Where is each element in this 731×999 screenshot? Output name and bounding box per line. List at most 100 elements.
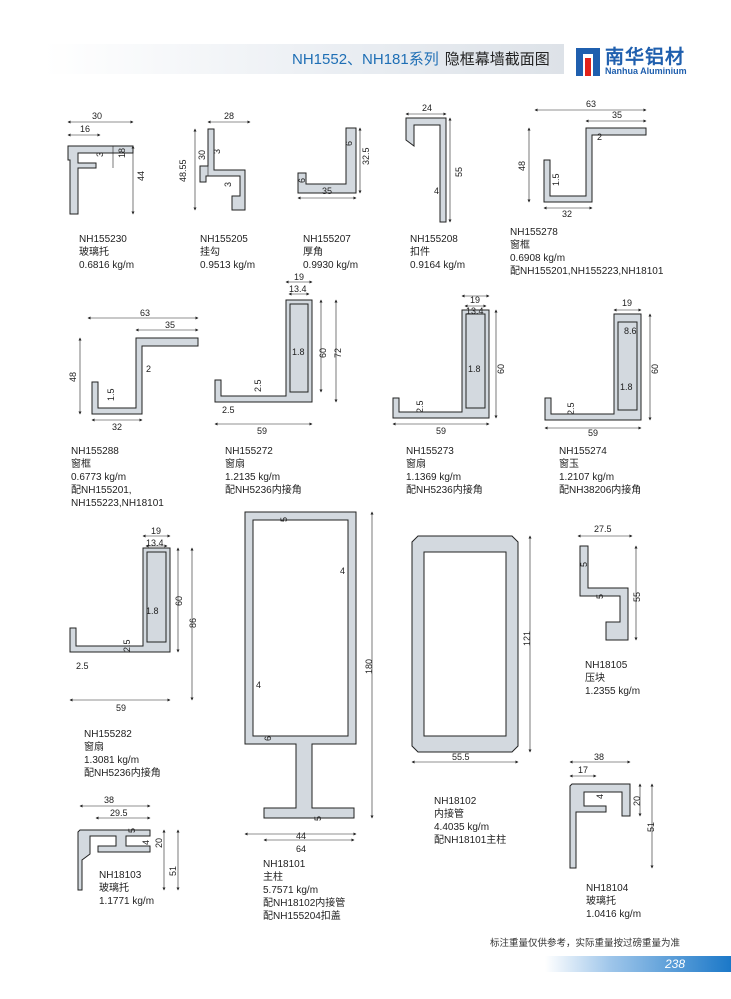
- dim-text: 2: [146, 364, 151, 374]
- brand-logo: 南华铝材 Nanhua Aluminium: [576, 44, 696, 80]
- dim-text: 121: [522, 631, 532, 646]
- dim-text: 2.5: [222, 405, 235, 415]
- profile-code: NH155230: [79, 234, 127, 245]
- profile-nh155230: 30 16 3 18 44: [67, 111, 146, 215]
- profile-note: 配NH155201,NH155223,NH18101: [510, 266, 664, 277]
- dim-text: 6: [297, 178, 307, 183]
- dim-text: 55: [632, 592, 642, 602]
- profile-code: NH155273: [406, 446, 454, 457]
- profile-weight: 1.1369 kg/m: [406, 472, 462, 483]
- dim-text: 44: [136, 171, 146, 181]
- profile-name: 内接管: [434, 809, 464, 820]
- dim-text: 13.4: [289, 284, 307, 294]
- dim-text: 30: [197, 150, 207, 160]
- profile-code: NH18102: [434, 796, 477, 807]
- dim-text: 32: [562, 209, 572, 219]
- profile-code: NH18104: [586, 883, 629, 894]
- dim-text: 38: [104, 795, 114, 805]
- profile-name: 窗扇: [225, 459, 245, 470]
- profile-code: NH155282: [84, 729, 132, 740]
- profile-name: 窗框: [71, 459, 91, 470]
- profile-note: 配NH155201,: [71, 485, 132, 496]
- dim-text: 19: [470, 295, 480, 305]
- profile-note: 配NH5236内接角: [406, 485, 483, 496]
- dim-text: 55.5: [452, 752, 470, 762]
- dim-text: 59: [436, 426, 446, 436]
- dim-text: 20: [154, 838, 164, 848]
- profile-nh18104: 38 17 4 20 51: [569, 752, 656, 869]
- caption-nh18101: NH18101 主柱 5.7571 kg/m 配NH18102内接管 配NH15…: [263, 858, 345, 923]
- dim-text: 63: [140, 308, 150, 318]
- dim-text: 48.55: [178, 159, 188, 182]
- dim-text: 4: [434, 186, 439, 196]
- profile-code: NH155288: [71, 446, 119, 457]
- dim-text: 60: [174, 596, 184, 606]
- profile-name: 窗扇: [406, 459, 426, 470]
- profile-nh18105: 27.5 5 5 55: [577, 524, 642, 641]
- dim-text: 16: [80, 124, 90, 134]
- dim-text: 19: [622, 298, 632, 308]
- profile-nh155278: 63 35 2 48 1.5 32: [517, 99, 647, 219]
- dim-text: 32: [112, 422, 122, 432]
- profile-nh155205: 28 30 48.55 3 3: [178, 111, 251, 211]
- profile-name: 压块: [585, 673, 605, 684]
- page-title: NH1552、NH181系列隐框幕墙截面图: [292, 48, 550, 69]
- dim-text: 2.5: [76, 661, 89, 671]
- profile-note: NH155223,NH18101: [71, 498, 164, 509]
- profile-weight: 1.0416 kg/m: [586, 909, 642, 920]
- profile-nh18102: 121 55.5: [411, 535, 532, 764]
- dim-text: 59: [588, 428, 598, 438]
- dim-text: 44: [296, 831, 306, 841]
- profile-name: 窗扇: [84, 742, 104, 753]
- page-number-bar: [545, 956, 731, 972]
- dim-text: 19: [294, 272, 304, 282]
- profile-weight: 5.7571 kg/m: [263, 885, 319, 896]
- dim-text: 4: [595, 794, 605, 799]
- profile-code: NH18105: [585, 660, 628, 671]
- caption-nh155205: NH155205 挂勾 0.9513 kg/m: [200, 233, 255, 272]
- profile-code: NH18101: [263, 859, 306, 870]
- profile-note: 配NH155204扣盖: [263, 911, 341, 922]
- dim-text: 59: [257, 426, 267, 436]
- dim-text: 55: [454, 167, 464, 177]
- profile-name: 主柱: [263, 872, 283, 883]
- dim-text: 13.4: [146, 538, 164, 548]
- dim-text: 60: [496, 364, 506, 374]
- profile-weight: 1.2107 kg/m: [559, 472, 615, 483]
- profile-name: 厚角: [303, 247, 323, 258]
- dim-text: 28: [224, 111, 234, 121]
- profile-note: 配NH18102内接管: [263, 898, 346, 909]
- profile-name: 扣件: [410, 247, 430, 258]
- dim-text: 1.8: [146, 606, 159, 616]
- dim-text: 3: [223, 182, 233, 187]
- profile-name: 玻璃托: [586, 896, 616, 907]
- profile-code: NH155207: [303, 234, 351, 245]
- weight-disclaimer: 标注重量仅供参考，实际重量按过磅重量为准: [490, 938, 681, 949]
- header-bar: [44, 44, 564, 74]
- dim-text: 38: [594, 752, 604, 762]
- dim-text: 59: [116, 703, 126, 713]
- dim-text: 17: [578, 765, 588, 775]
- dim-text: 72: [333, 348, 343, 358]
- dim-text: 35: [612, 110, 622, 120]
- profile-weight: 0.6908 kg/m: [510, 253, 566, 264]
- profile-weight: 4.4035 kg/m: [434, 822, 490, 833]
- dim-text: 2: [597, 132, 602, 142]
- profile-nh155207: 6 32.5 6 35: [297, 127, 371, 200]
- logo-english: Nanhua Aluminium: [605, 66, 687, 76]
- profile-weight: 1.3081 kg/m: [84, 755, 140, 766]
- profile-weight: 1.2135 kg/m: [225, 472, 281, 483]
- profile-nh155273: 19 13.4 1.8 60 2.5 59: [392, 294, 506, 436]
- profile-nh18103: 38 29.5 5 4 20 51: [77, 795, 180, 891]
- profile-nh155272: 19 13.4 1.8 60 72 2.5 2.5 59: [214, 272, 343, 436]
- dim-text: 6: [344, 141, 354, 146]
- dim-text: 51: [168, 866, 178, 876]
- dim-text: 24: [422, 103, 432, 113]
- caption-nh155274: NH155274 窗玉 1.2107 kg/m 配NH38206内接角: [559, 445, 641, 497]
- dim-text: 1.8: [292, 347, 305, 357]
- profile-code: NH155205: [200, 234, 248, 245]
- caption-nh18105: NH18105 压块 1.2355 kg/m: [585, 659, 640, 698]
- profile-nh155282: 19 13.4 60 86 1.8 2.5 2.5 59: [69, 526, 198, 713]
- caption-nh155230: NH155230 玻璃托 0.6816 kg/m: [79, 233, 134, 272]
- dim-text: 27.5: [594, 524, 612, 534]
